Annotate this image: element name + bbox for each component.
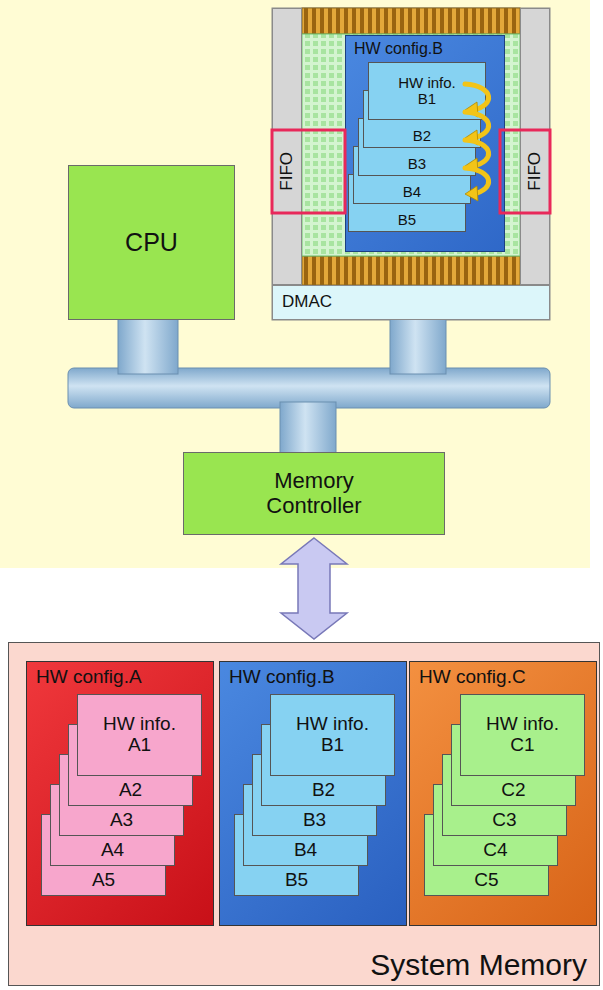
pin-row xyxy=(302,256,520,285)
bus-stub xyxy=(280,402,336,456)
hw-config-block: HW config.B HW info. B1 B2B3B4B5 xyxy=(345,35,505,252)
box-label: B3 xyxy=(408,156,426,173)
box-label: HW info. A1 xyxy=(95,714,185,756)
box-label: A4 xyxy=(101,840,124,861)
hw-config-group: HW config.A HW info. A1 A2A3A4A5 xyxy=(26,661,214,926)
box-label: B4 xyxy=(403,184,421,201)
box-label: A5 xyxy=(92,870,115,891)
box-label: CPU xyxy=(125,229,178,257)
box-label: A2 xyxy=(119,780,142,801)
group-title: HW config.B xyxy=(220,662,406,688)
logic-fabric xyxy=(302,34,520,256)
box-label: HW info. B1 xyxy=(288,714,378,756)
box-label: HW info. C1 xyxy=(478,714,568,756)
accelerator-housing xyxy=(272,8,550,320)
group-title: HW config.A xyxy=(27,662,213,688)
hw-config-group: HW config.C HW info. C1 C2C3C4C5 xyxy=(409,661,597,926)
box-label: B3 xyxy=(303,810,326,831)
box-label: FIFO xyxy=(278,152,297,191)
box-label: B2 xyxy=(413,128,431,145)
box-label: System Memory xyxy=(370,948,587,981)
chip-panel xyxy=(0,0,590,568)
box-label: C5 xyxy=(474,870,498,891)
hw-info-card: HW info. C1 xyxy=(460,694,585,776)
box-label: FIFO xyxy=(526,152,545,191)
bus-stub xyxy=(118,318,178,374)
pin-row xyxy=(302,8,520,34)
hw-info-card: HW info. A1 xyxy=(77,694,202,776)
hw-info-card: HW info. B1 xyxy=(270,694,395,776)
box-label: DMAC xyxy=(282,293,332,312)
data-transfer-arrow xyxy=(281,538,347,639)
memory-controller: Memory Controller xyxy=(183,452,445,535)
box-label: C2 xyxy=(501,780,525,801)
box-label: B4 xyxy=(294,840,317,861)
box-label: Memory Controller xyxy=(239,469,389,517)
fifo-buffer: FIFO xyxy=(272,8,302,285)
box-label: B5 xyxy=(285,870,308,891)
box-label: HW info. B1 xyxy=(392,75,462,108)
fifo-buffer: FIFO xyxy=(520,8,550,285)
group-title: HW config.B xyxy=(346,36,504,58)
dmac-bar: DMAC xyxy=(272,285,550,320)
hw-config-group: HW config.B HW info. B1 B2B3B4B5 xyxy=(219,661,407,926)
box-label: B2 xyxy=(312,780,335,801)
box-label: B5 xyxy=(398,212,416,229)
transfer-arrows xyxy=(451,76,511,246)
box-label: A3 xyxy=(110,810,133,831)
box-label: C4 xyxy=(483,840,507,861)
box-label: C3 xyxy=(492,810,516,831)
bus-stub xyxy=(390,318,446,374)
group-title: HW config.C xyxy=(410,662,596,688)
system-memory: System Memory HW config.A HW info. A1 A2A3A… xyxy=(8,642,600,986)
cpu-box: CPU xyxy=(68,165,235,320)
